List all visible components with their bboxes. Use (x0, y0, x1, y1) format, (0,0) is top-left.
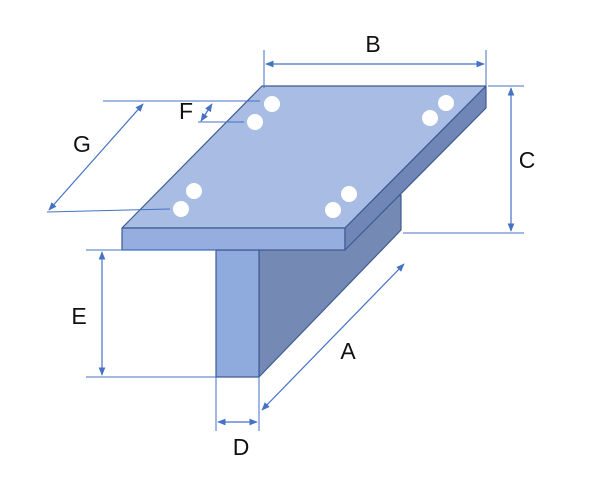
hole-back-left-1 (264, 96, 280, 112)
label-E: E (71, 303, 86, 329)
label-G: G (73, 131, 91, 157)
label-A: A (340, 338, 356, 364)
dim-line-F (200, 103, 213, 122)
bolt-holes (173, 95, 454, 218)
label-B: B (365, 31, 380, 57)
hole-front-right-2 (325, 202, 341, 218)
hole-back-left-2 (247, 114, 263, 130)
hole-back-right-1 (438, 95, 454, 111)
hole-back-right-2 (422, 110, 438, 126)
dim-line-G (48, 103, 144, 211)
hole-front-right-1 (341, 186, 357, 202)
dimension-labels: B C E D A G F (71, 31, 535, 460)
hole-front-left-2 (173, 201, 189, 217)
hole-front-left-1 (186, 183, 202, 199)
dim-line-A (261, 263, 405, 411)
bracket-body (121, 85, 487, 378)
plate-front-face (121, 227, 346, 251)
web-front-face (215, 249, 260, 378)
label-D: D (233, 434, 250, 460)
dimension-lines (48, 60, 515, 426)
plate-side-face (344, 85, 487, 251)
label-C: C (519, 147, 536, 173)
label-F: F (179, 98, 193, 124)
